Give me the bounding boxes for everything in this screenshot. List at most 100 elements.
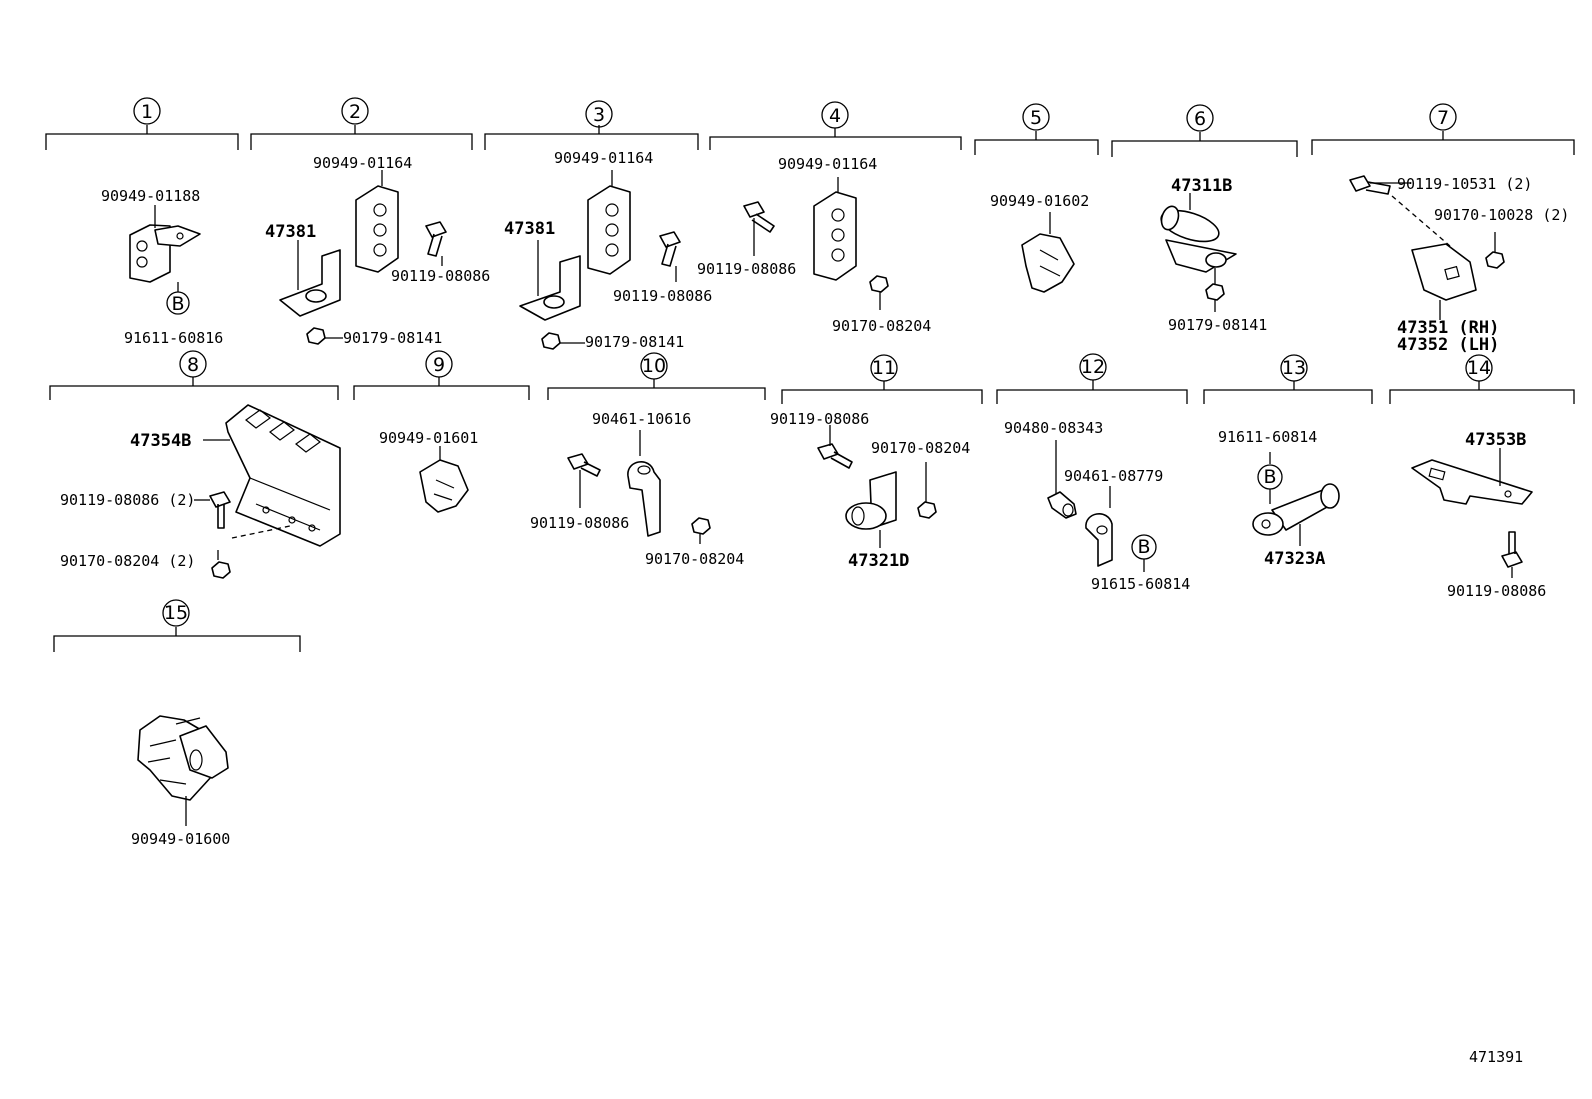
grommet-drawing	[355, 185, 399, 273]
grommet-drawing	[587, 185, 631, 275]
group-9-part-1: 90949-01601	[379, 429, 478, 447]
group-4-part-1: 90949-01164	[778, 155, 877, 173]
group-8-part-3: 90170-08204 (2)	[60, 552, 195, 570]
group-number-12: 12	[1081, 356, 1105, 378]
group-brackets: 1 2 3 4 5 6 7 8 9 10 11 12 13 14 15	[45, 97, 1575, 652]
clamp-drawing	[419, 459, 469, 513]
bracket-drawing	[1411, 243, 1477, 301]
group-8-parts: 47354B 90119-08086 (2) 90170-08204 (2)	[60, 404, 341, 579]
group-5-part-1: 90949-01602	[990, 192, 1089, 210]
group-number-8: 8	[187, 354, 199, 376]
group-number-1: 1	[141, 101, 153, 123]
group-12-part-2: 90461-08779	[1064, 467, 1163, 485]
clamp-drawing	[1085, 513, 1113, 567]
group-4-part-2: 90119-08086	[697, 260, 796, 278]
bracket-drawing	[1411, 459, 1533, 505]
group-15-parts: 90949-01600	[131, 715, 230, 848]
bolt-drawing	[1349, 175, 1391, 195]
group-8-part-2: 90119-08086 (2)	[60, 491, 195, 509]
nut-drawing	[1485, 251, 1505, 269]
group-3-parts: 90949-01164 47381 90119-08086 90179-0814…	[504, 149, 712, 351]
group-13-part-3: 47323A	[1264, 549, 1325, 569]
group-2-part-1: 90949-01164	[313, 154, 412, 172]
group-7-part-4: 47352 (LH)	[1397, 335, 1499, 355]
bracket-drawing	[279, 249, 341, 317]
bolt-drawing	[425, 221, 447, 257]
group-7-part-2: 90170-10028 (2)	[1434, 206, 1569, 224]
group-10-part-2: 90119-08086	[530, 514, 629, 532]
group-14-part-2: 90119-08086	[1447, 582, 1546, 600]
group-6-part-2: 90179-08141	[1168, 316, 1267, 334]
group-12-part-4: 91615-60814	[1091, 575, 1190, 593]
group-2-part-3: 90119-08086	[391, 267, 490, 285]
group-11-part-2: 90170-08204	[871, 439, 970, 457]
group-6-part-1: 47311B	[1171, 176, 1232, 196]
group-12-part-3: B	[1137, 536, 1150, 558]
grommet-drawing	[813, 191, 857, 281]
group-10-part-1: 90461-10616	[592, 410, 691, 428]
group-13-part-1: 91611-60814	[1218, 428, 1317, 446]
nut-drawing	[917, 501, 937, 519]
nut-drawing	[691, 517, 711, 535]
group-number-4: 4	[829, 105, 841, 127]
group-number-10: 10	[642, 355, 666, 377]
group-7-part-1: 90119-10531 (2)	[1397, 175, 1532, 193]
group-7-parts: 90119-10531 (2) 90170-10028 (2) 47351 (R…	[1349, 175, 1569, 355]
group-13-part-2: B	[1263, 466, 1276, 488]
figure-code: 471391	[1469, 1048, 1523, 1066]
clamp-drawing	[1021, 233, 1075, 293]
group-15-part-1: 90949-01600	[131, 830, 230, 848]
group-number-15: 15	[164, 602, 188, 624]
group-number-6: 6	[1194, 108, 1206, 130]
tube-drawing	[845, 502, 887, 530]
bracket-drawing	[1165, 239, 1237, 273]
group-number-11: 11	[872, 357, 896, 379]
bolt-drawing	[567, 453, 601, 477]
group-11-parts: 90119-08086 90170-08204 47321D	[770, 410, 970, 571]
nut-drawing	[541, 332, 561, 350]
group-number-13: 13	[1282, 357, 1306, 379]
bolt-drawing	[743, 201, 775, 233]
group-number-14: 14	[1467, 357, 1491, 379]
group-1-part-3: 91611-60816	[124, 329, 223, 347]
group-6-parts: 47311B 90179-08141	[1160, 176, 1267, 334]
group-11-part-1: 90119-08086	[770, 410, 869, 428]
group-3-part-2: 47381	[504, 219, 555, 239]
group-1-parts: 90949-01188 B 91611-60816	[101, 187, 223, 347]
cap-drawing	[179, 725, 229, 779]
bolt-drawing	[817, 443, 853, 469]
group-2-part-4: 90179-08141	[343, 329, 442, 347]
clamp-drawing	[627, 461, 661, 537]
group-10-part-3: 90170-08204	[645, 550, 744, 568]
group-number-7: 7	[1437, 107, 1449, 129]
group-4-part-3: 90170-08204	[832, 317, 931, 335]
group-7-part-3: 47351 (RH)	[1397, 318, 1499, 338]
nut-drawing	[869, 275, 889, 293]
group-9-parts: 90949-01601	[379, 429, 478, 513]
group-2-part-2: 47381	[265, 222, 316, 242]
group-1-part-1: 90949-01188	[101, 187, 200, 205]
nut-drawing	[1205, 283, 1225, 301]
group-2-parts: 90949-01164 47381 90119-08086 90179-0814…	[265, 154, 490, 347]
bolt-drawing	[1501, 531, 1523, 568]
nut-drawing	[306, 327, 326, 345]
bracket-drawing	[225, 404, 341, 547]
group-number-5: 5	[1030, 107, 1042, 129]
group-12-part-1: 90480-08343	[1004, 419, 1103, 437]
nut-drawing	[211, 561, 231, 579]
group-4-parts: 90949-01164 90119-08086 90170-08204	[697, 155, 931, 335]
group-3-part-4: 90179-08141	[585, 333, 684, 351]
group-10-parts: 90461-10616 90119-08086 90170-08204	[530, 410, 744, 568]
group-14-part-1: 47353B	[1465, 430, 1526, 450]
group-13-parts: 91611-60814 B 47323A	[1218, 428, 1340, 569]
bracket-drawing	[519, 255, 581, 321]
group-11-part-3: 47321D	[848, 551, 909, 571]
group-3-part-1: 90949-01164	[554, 149, 653, 167]
group-5-parts: 90949-01602	[990, 192, 1089, 293]
group-3-part-3: 90119-08086	[613, 287, 712, 305]
group-1-part-2: B	[171, 293, 184, 315]
group-number-9: 9	[433, 354, 445, 376]
group-number-3: 3	[593, 104, 605, 126]
group-number-2: 2	[349, 101, 361, 123]
bolt-drawing	[659, 231, 681, 267]
